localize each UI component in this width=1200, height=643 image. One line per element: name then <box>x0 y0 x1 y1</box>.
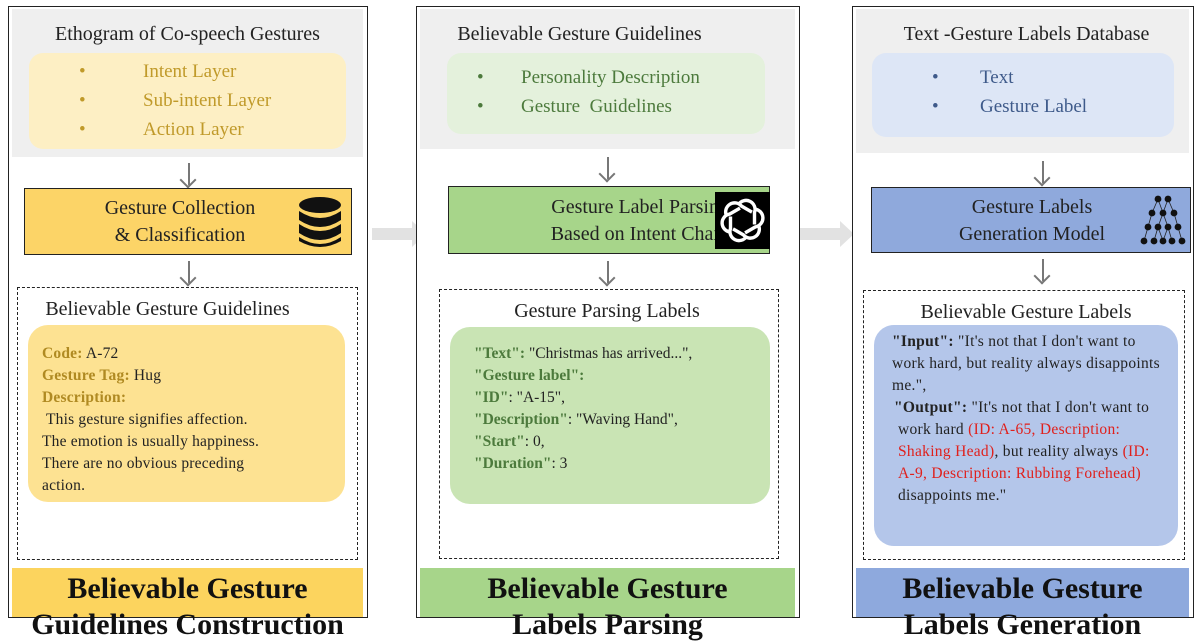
labels-output-box: Believable Gesture Labels "Input": "It's… <box>863 290 1185 560</box>
ethogram-title: Ethogram of Co-speech Gestures <box>55 23 320 45</box>
description-key: Description: <box>42 389 127 406</box>
guidelines-box: Believable Gesture Guidelines •Personali… <box>420 9 795 149</box>
id-line: "ID": "A-15", <box>474 389 566 406</box>
ethogram-box: Ethogram of Co-speech Gestures •Intent L… <box>12 9 363 157</box>
panel-footer <box>12 568 363 617</box>
openai-logo-icon <box>715 192 770 249</box>
database-list: •Text •Gesture Label <box>932 63 1087 121</box>
description-line: action. <box>42 477 86 494</box>
neural-network-icon <box>1140 195 1186 245</box>
down-arrow <box>188 261 190 283</box>
text-line: "Text": "Christmas has arrived...", <box>474 345 693 362</box>
down-arrow <box>1042 161 1044 183</box>
parsing-card: "Text": "Christmas has arrived...", "Ges… <box>450 327 770 504</box>
database-icon <box>299 197 341 247</box>
start-line: "Start": 0, <box>474 433 545 450</box>
stage-line: & Classification <box>114 224 246 246</box>
labels-output-title: Believable Gesture Labels <box>920 301 1132 323</box>
panel-guidelines-construction: Ethogram of Co-speech Gestures •Intent L… <box>8 6 368 641</box>
guideline-list: •Personality Description •Gesture Guidel… <box>477 63 700 121</box>
footer-title: Believable Gesture Labels Generation <box>902 572 1143 641</box>
code-line: Code: A-72 <box>42 345 119 362</box>
database-box: Text -Gesture Labels Database •Text •Ges… <box>856 9 1189 153</box>
stage-line: Based on Intent Chain <box>550 223 729 245</box>
right-arrow <box>800 221 854 247</box>
parsing-output-title: Gesture Parsing Labels <box>514 300 700 322</box>
output-line: "Output": "It's not that I don't want to… <box>894 399 1150 504</box>
right-arrow <box>372 221 426 247</box>
list-item: •Personality Description <box>477 67 700 88</box>
panel-labels-parsing: Believable Gesture Guidelines •Personali… <box>416 6 800 641</box>
gesture-collection-stage: Gesture Collection & Classification <box>24 188 352 255</box>
down-arrow <box>1042 259 1044 281</box>
guidelines-output-box: Believable Gesture Guidelines Code: A-72… <box>17 287 358 560</box>
list-item: •Gesture Guidelines <box>477 96 672 117</box>
database-title: Text -Gesture Labels Database <box>903 23 1150 45</box>
stage-line: Gesture Label Parsing <box>551 196 729 218</box>
guidelines-output-title: Believable Gesture Guidelines <box>45 298 290 320</box>
generation-model-stage: Gesture Labels Generation Model <box>871 187 1191 253</box>
database-items-box: •Text •Gesture Label <box>872 53 1174 137</box>
down-arrow <box>607 261 609 283</box>
guidelines-items-box: •Personality Description •Gesture Guidel… <box>447 53 765 134</box>
stage-line: Gesture Labels <box>971 196 1093 218</box>
down-arrow <box>607 157 609 179</box>
ethogram-layers-box: •Intent Layer •Sub-intent Layer •Action … <box>29 53 346 149</box>
description-line: This gesture signifies affection. <box>46 411 248 428</box>
down-arrow <box>188 163 190 185</box>
list-item: •Gesture Label <box>932 96 1088 117</box>
gesture-parsing-stage: Gesture Label Parsing Based on Intent Ch… <box>448 186 770 254</box>
gesture-label-line: "Gesture label": <box>474 367 585 384</box>
panel-labels-generation: Text -Gesture Labels Database •Text •Ges… <box>852 6 1194 641</box>
layer-list: •Intent Layer •Sub-intent Layer •Action … <box>79 57 271 144</box>
input-line: "Input": "It's not that I don't want to … <box>892 333 1160 394</box>
list-item: •Sub-intent Layer <box>79 90 272 111</box>
panel-footer <box>856 568 1189 617</box>
labels-card: "Input": "It's not that I don't want to … <box>874 325 1178 546</box>
description-line: The emotion is usually happiness. <box>42 433 260 450</box>
footer-title: Believable Gesture Labels Parsing <box>487 572 728 641</box>
footer-title: Believable Gesture Guidelines Constructi… <box>31 572 344 641</box>
list-item: •Text <box>932 67 1014 88</box>
description-line: "Description": "Waving Hand", <box>474 411 678 428</box>
stage-line: Gesture Collection <box>104 197 256 219</box>
guideline-card: Code: A-72 Gesture Tag: Hug Description:… <box>28 325 345 502</box>
tag-line: Gesture Tag: Hug <box>42 367 162 384</box>
description-line: There are no obvious preceding <box>42 455 245 472</box>
guidelines-title: Believable Gesture Guidelines <box>457 23 702 45</box>
stage-line: Generation Model <box>958 223 1106 245</box>
duration-line: "Duration": 3 <box>474 455 568 472</box>
list-item: •Action Layer <box>79 119 244 140</box>
parsing-output-box: Gesture Parsing Labels "Text": "Christma… <box>439 289 779 559</box>
list-item: •Intent Layer <box>79 61 237 82</box>
panel-footer <box>420 568 795 617</box>
